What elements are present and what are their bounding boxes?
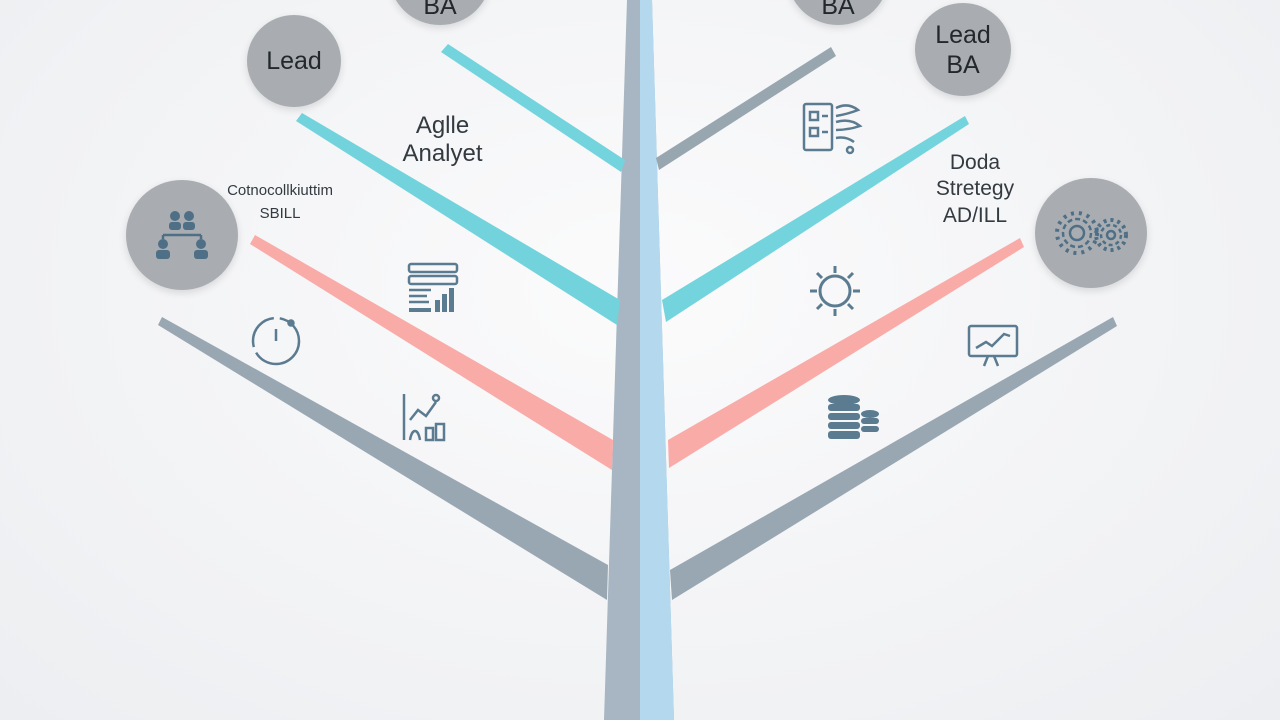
node-top-right-ba-label: BA [821, 0, 855, 20]
label-agile-analyst: Aglle Analyet [402, 112, 483, 167]
presentation-chart-icon [967, 324, 1019, 367]
node-lead: Lead [247, 15, 341, 107]
label-competency-skill: Cotnocollkiuttim SBILL [227, 182, 333, 222]
node-gears [1035, 178, 1147, 288]
team-icon [156, 211, 208, 259]
chart-report-icon [407, 262, 459, 312]
database-icon [828, 395, 879, 439]
node-top-left-ba-label: BA [423, 0, 457, 20]
growth-chart-icon [402, 393, 446, 442]
label-data-strategy: Doda Stretegy AD/ILL [935, 151, 1015, 227]
branch-left-pink [250, 235, 613, 470]
gears-icon [1055, 211, 1128, 255]
trunk-highlight [640, 0, 674, 720]
node-team [126, 180, 238, 290]
clock-icon [251, 316, 301, 366]
branch-left-top-teal [441, 44, 625, 172]
node-lead-ba-label: Lead BA [935, 20, 991, 79]
branch-left-gray [158, 317, 608, 600]
checklist-icon [802, 102, 863, 155]
gear-icon [810, 266, 860, 316]
branch-right-pink [668, 238, 1024, 468]
node-lead-label: Lead [266, 47, 322, 75]
node-lead-ba: Lead BA [915, 3, 1011, 96]
branch-right-top-gray [656, 47, 836, 170]
branch-right-mid-teal [662, 116, 969, 322]
branch-right-gray [670, 317, 1117, 600]
branch-left-mid-teal [296, 113, 620, 325]
